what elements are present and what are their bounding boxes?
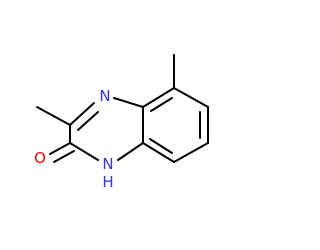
molecule-structure: N O N H (34, 54, 209, 191)
atom-n1: N (102, 155, 113, 173)
bond-c8a-n1 (117, 142, 144, 161)
bond-c2-o (49, 142, 71, 155)
bond-methyl-c3 (36, 106, 71, 126)
bond-c5-c6 (173, 87, 209, 108)
bond-c3-n4 (69, 102, 95, 126)
bond-c4a-c5 (142, 87, 175, 108)
bond-n1-c2 (69, 142, 99, 161)
atom-o: O (34, 149, 46, 167)
atom-n4: N (99, 87, 110, 105)
atom-label-layer: N O N H (34, 87, 114, 191)
bond-c3-n4-inner (77, 111, 99, 131)
bond-c7-c8 (173, 142, 209, 163)
bond-c8-c8a-inner (149, 138, 173, 154)
bond-layer (36, 54, 209, 163)
atom-n1-hydrogen: H (102, 173, 113, 191)
bond-c8-c8a (142, 142, 175, 163)
bond-c2-o-inner (53, 150, 75, 163)
bond-c4a-c5-inner (150, 97, 173, 112)
bond-n4-c4a (113, 97, 144, 108)
